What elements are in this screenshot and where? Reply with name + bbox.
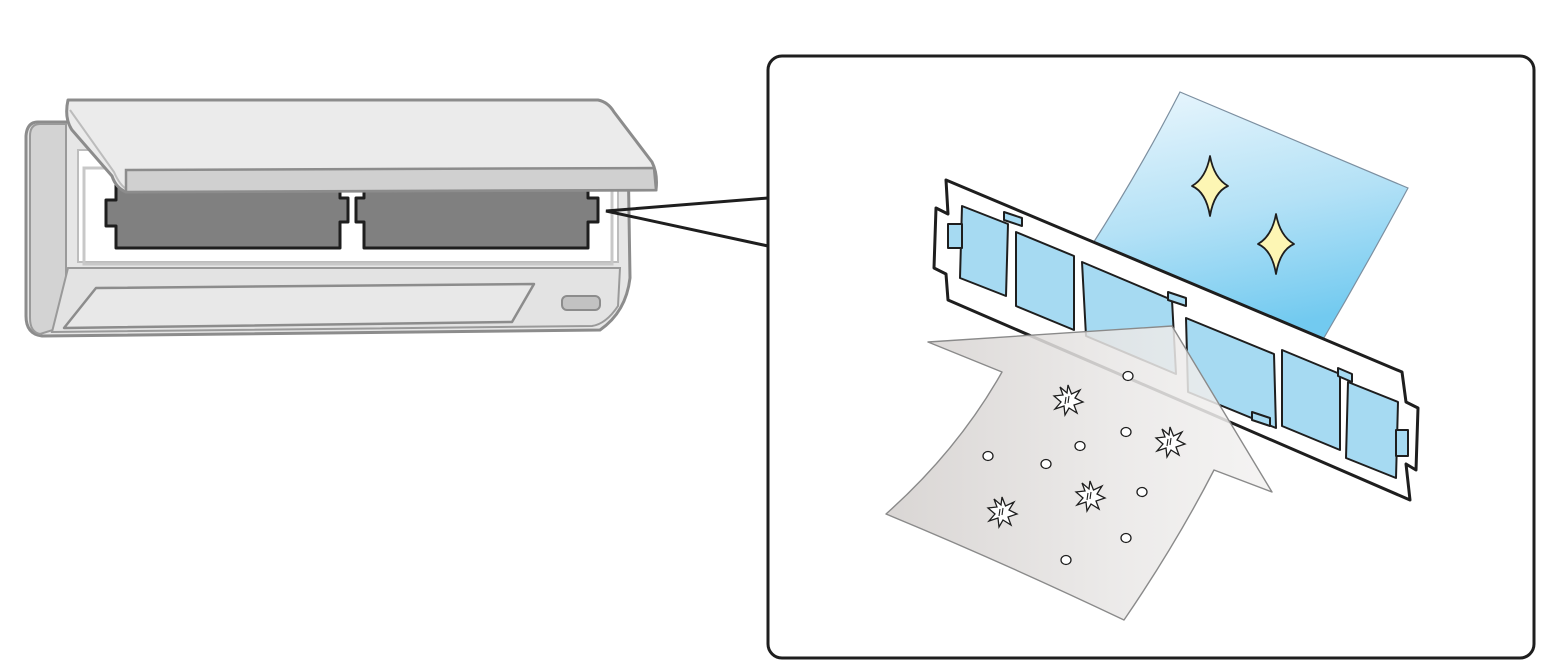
unit-end-cap [29, 123, 67, 336]
left-air-filter [104, 174, 350, 250]
front-panel-open [65, 98, 658, 194]
air-filter-closeup [885, 91, 1420, 621]
dust-particles [982, 370, 1186, 566]
callout-pointer [605, 196, 769, 248]
sparkle-icon [1257, 213, 1295, 275]
sparkle-icon [1191, 155, 1229, 217]
right-air-filter [354, 178, 600, 250]
air-outlet-louver [62, 282, 536, 330]
dirty-air-arrow [885, 325, 1273, 621]
indicator-window [561, 295, 601, 311]
air-conditioner-unit [24, 98, 658, 338]
filter-mesh-panels [947, 205, 1409, 479]
sparkle-icons [1191, 155, 1295, 275]
